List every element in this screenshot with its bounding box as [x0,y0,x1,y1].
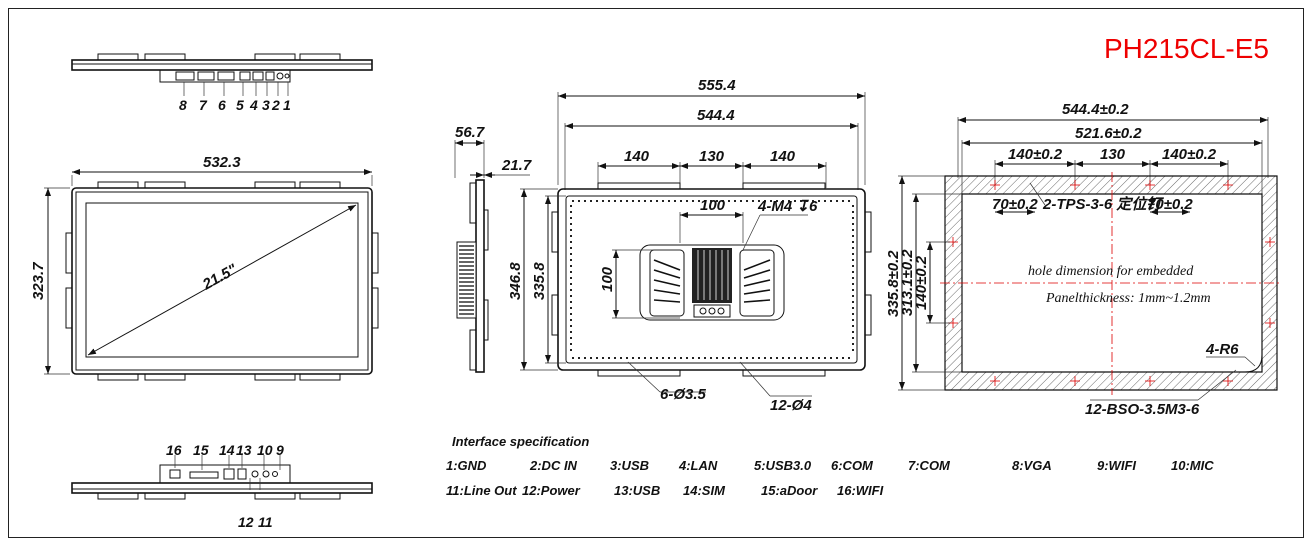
interface-item: 5:USB3.0 [754,458,812,473]
rear-overall-width: 555.4 [698,77,736,94]
interface-item: 15:aDoor [761,483,818,498]
corner-radius: 4-R6 [1205,341,1239,358]
diagonal-size: 21.5" [199,260,241,293]
port-label: 7 [199,97,208,113]
interface-item: 8:VGA [1012,458,1052,473]
interface-heading: Interface specification [452,434,589,449]
interface-item: 3:USB [610,458,649,473]
side-view: 56.7 21.7 [454,124,532,373]
port-label: 13 [236,442,252,458]
cutout-seg-left: 140±0.2 [1008,146,1063,163]
vesa-horizontal: 100 [700,197,726,214]
interface-item: 2:DC IN [529,458,578,473]
bottom-view: 16 15 14 13 10 9 12 11 [71,442,373,530]
interface-item: 10:MIC [1171,458,1214,473]
port-label: 11 [258,514,273,530]
cutout-seg-mid: 130 [1100,146,1126,163]
interface-item: 12:Power [522,483,581,498]
cutout-overall-width: 544.4±0.2 [1062,101,1129,118]
interface-item: 1:GND [446,458,487,473]
vesa-screw-spec: 4-M4 ↧6 [757,198,818,215]
side-thickness: 21.7 [501,157,532,174]
bracket-right: 140 [770,148,796,165]
stud-spec: 12-BSO-3.5M3-6 [1085,401,1200,418]
port-label: 10 [257,442,273,458]
interface-item: 9:WIFI [1097,458,1136,473]
port-label: 3 [262,97,270,113]
port-label: 4 [249,97,258,113]
hole-spec-small: 6-Ø3.5 [660,386,707,403]
positioning-pin: 2-TPS-3-6 定位钉 [1042,195,1164,213]
port-label: 1 [283,97,291,113]
embedded-note: hole dimension for embedded [1028,264,1194,279]
hole-spec-large: 12-Ø4 [770,397,812,414]
interface-item: 16:WIFI [837,483,884,498]
interface-item: 7:COM [908,458,951,473]
front-width: 532.3 [203,154,241,171]
port-label: 15 [193,442,209,458]
cutout-inner-width: 521.6±0.2 [1075,125,1142,142]
rear-inner-width: 544.4 [697,107,735,124]
port-label: 6 [218,97,226,113]
cutout-h1: 335.8±0.2 [885,250,902,317]
interface-item: 13:USB [614,483,660,498]
port-label: 2 [271,97,280,113]
offset-right: 70±0.2 [1147,196,1193,213]
rear-view: 555.4 544.4 140 130 140 [507,77,872,414]
drawing-frame [8,8,1304,538]
side-depth: 56.7 [455,124,485,141]
model-title: PH215CL-E5 [1104,33,1269,64]
front-height: 323.7 [30,262,47,300]
cutout-seg-right: 140±0.2 [1162,146,1217,163]
cutout-view: 544.4±0.2 521.6±0.2 140±0.2 130 140±0.2 [885,101,1282,418]
port-label: 14 [219,442,235,458]
port-label: 5 [236,97,244,113]
port-label: 8 [179,97,187,113]
interface-item: 6:COM [831,458,874,473]
panel-thickness-note: Panelthickness: 1mm~1.2mm [1045,291,1211,306]
port-label: 12 [238,514,254,530]
offset-left: 70±0.2 [992,196,1038,213]
front-view: 532.3 21.5" 323.7 [30,154,379,381]
vesa-vertical: 100 [599,266,616,292]
bracket-mid: 130 [699,148,725,165]
cutout-h3: 140±0.2 [913,255,930,310]
cutout-h2: 313.1±0.2 [899,249,916,316]
interface-item: 14:SIM [683,483,726,498]
port-label: 16 [166,442,182,458]
top-view: 8 7 6 5 4 3 2 1 [71,53,373,113]
bracket-left: 140 [624,148,650,165]
port-label: 9 [276,442,284,458]
interface-item: 4:LAN [678,458,718,473]
interface-specification: Interface specification 1:GND 2:DC IN 3:… [446,434,1214,498]
rear-overall-height: 346.8 [507,262,524,300]
rear-inner-height: 335.8 [531,262,548,300]
interface-item: 11:Line Out [446,483,517,498]
